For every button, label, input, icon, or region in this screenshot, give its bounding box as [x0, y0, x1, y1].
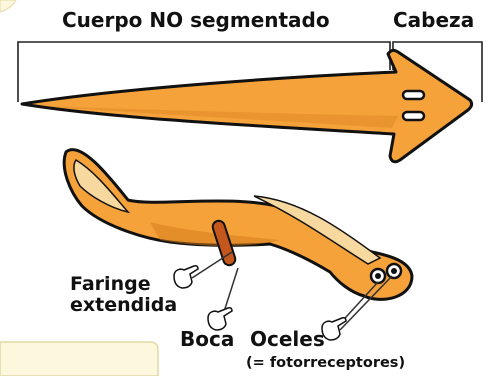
- body-label: Cuerpo NO segmentado: [62, 8, 330, 32]
- pointer-ocelli-2: [339, 275, 393, 331]
- body-arrow: [20, 48, 474, 164]
- worm-body: [62, 148, 414, 301]
- ocelli-label: Oceles: [250, 327, 325, 351]
- pointing-hand-icon: [173, 265, 199, 289]
- pointing-hand-icon: [207, 307, 233, 331]
- corner-panel-bottom-left: [0, 341, 159, 376]
- mouth-label: Boca: [180, 327, 234, 351]
- ocelli-note: (= fotorreceptores): [246, 355, 405, 371]
- pharynx-label-line2: extendida: [70, 294, 177, 316]
- body-arrow-shade: [40, 106, 398, 128]
- pointer-pharynx: [191, 251, 233, 279]
- pointing-hand-icon: [321, 317, 347, 341]
- corner-panel-top-left: [0, 0, 17, 13]
- worm-stripe-tail: [73, 158, 131, 214]
- worm-stripe-mid: [253, 195, 382, 265]
- equals-icon: [401, 89, 426, 122]
- ocelli-eyes: [369, 262, 403, 285]
- pharynx-label-line1: Faringe: [70, 273, 151, 295]
- head-label: Cabeza: [393, 8, 474, 32]
- planarian-worm: [62, 148, 414, 301]
